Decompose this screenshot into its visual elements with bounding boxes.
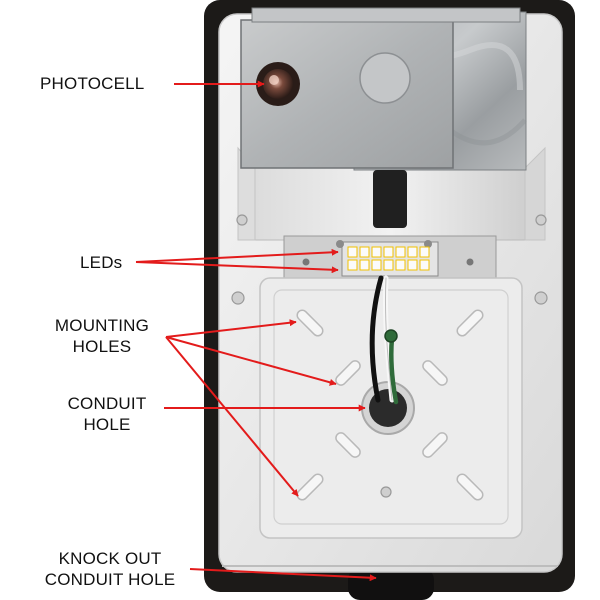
label-knockout-line2: CONDUIT HOLE	[44, 570, 176, 589]
corner-screws	[231, 214, 548, 498]
led-chip	[359, 246, 370, 258]
photocell-sensor	[256, 62, 300, 106]
led-chip	[407, 246, 418, 258]
led-chip	[383, 246, 394, 258]
label-mounting-holes: MOUNTING HOLES	[40, 315, 164, 357]
label-photocell: PHOTOCELL	[40, 74, 145, 93]
arrow-knockout	[189, 568, 377, 582]
label-mounting-line2: HOLES	[72, 337, 132, 356]
conduit-stem	[373, 170, 407, 228]
knock-out-conduit-hole	[348, 568, 434, 600]
arrow-mounting-2	[165, 336, 337, 386]
label-leds: LEDs	[80, 253, 123, 272]
label-conduit-line2: HOLE	[83, 415, 131, 434]
label-knockout-line1: KNOCK OUT	[58, 549, 162, 568]
led-chip	[371, 246, 382, 258]
led-chip	[347, 259, 358, 271]
led-chip	[407, 259, 418, 271]
led-chip	[347, 246, 358, 258]
label-knock-out: KNOCK OUT CONDUIT HOLE	[30, 548, 190, 590]
mounting-holes	[296, 309, 484, 501]
arrow-leds-1	[135, 248, 339, 263]
led-chip	[419, 246, 430, 258]
label-mounting-line1: MOUNTING	[54, 316, 150, 335]
led-array	[347, 246, 430, 271]
led-chip	[359, 259, 370, 271]
arrow-mounting-1	[165, 319, 297, 338]
led-chip	[383, 259, 394, 271]
arrow-leds-2	[135, 261, 339, 274]
led-chip	[419, 259, 430, 271]
arrow-mounting-3	[165, 336, 299, 497]
ground-screw	[384, 329, 398, 343]
box-knockout-circle	[359, 52, 411, 104]
led-chip	[395, 246, 406, 258]
led-chip	[371, 259, 382, 271]
label-conduit-hole: CONDUIT HOLE	[52, 393, 162, 435]
label-conduit-line1: CONDUIT	[67, 394, 147, 413]
callout-arrows	[135, 80, 377, 582]
led-chip	[395, 259, 406, 271]
